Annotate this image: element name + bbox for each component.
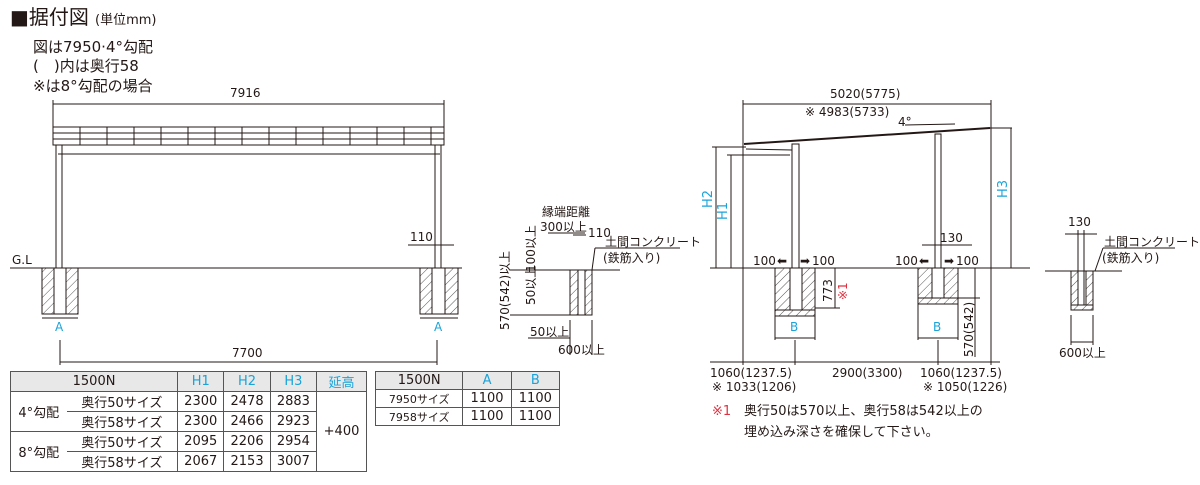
detail-bottom-min: 50以上 (530, 325, 569, 339)
front-width-dim: 7916 (230, 86, 261, 100)
page-title: ■据付図 (10, 5, 89, 29)
slope-cell: 4°勾配 (9, 391, 67, 432)
h2-cell: 2478 (223, 391, 271, 412)
b-cell: 1100 (510, 389, 561, 408)
h2-cell: 2206 (223, 431, 271, 452)
size-cell: 奥行50サイズ (66, 391, 179, 412)
footnote-mark: ※1 (712, 404, 731, 419)
edge-distance-min: 300以上 (540, 220, 587, 234)
h3-cell: 3007 (269, 451, 318, 472)
footing-b-right: B (933, 320, 941, 334)
table-row: 奥行58サイズ 2067 2153 3007 (11, 451, 367, 472)
foundation-detail-right (1045, 230, 1175, 345)
side-depth-alt-dim: ※ 4983(5733) (805, 105, 889, 119)
size-cell: 7950サイズ (374, 389, 464, 408)
footing-a-right: A (434, 320, 443, 334)
table-header: 延高 (316, 371, 367, 392)
concrete-label: 土間コンクリート (605, 235, 701, 249)
footnote-line-2: 埋め込み深さを確保して下さい。 (744, 424, 939, 440)
front-span-dim: 7700 (232, 346, 263, 360)
rear-overhang-dim: 1060(1237.5) (920, 366, 1002, 380)
table-header: 1500N (374, 371, 464, 390)
embed-note-mark: ※1 (836, 282, 850, 300)
roof-angle: 4° (898, 115, 912, 129)
post-span-dim: 2900(3300) (832, 366, 902, 380)
h1-cell: 2300 (177, 391, 225, 412)
side-view (710, 100, 1030, 365)
detail-depth-dim: 570(542)以上 (498, 251, 512, 330)
footing-b-left: B (790, 320, 798, 334)
edge-distance-label: 縁端距離 (542, 204, 590, 219)
table-row: 7950サイズ 1100 1100 (374, 389, 561, 408)
side-depth-dim: 5020(5775) (830, 87, 900, 101)
clearance-front-right: 100 (812, 254, 835, 268)
front-view (10, 100, 462, 365)
h1-cell: 2095 (177, 431, 225, 452)
extension-cell: +400 (316, 391, 367, 472)
h2-label: H2 (701, 190, 716, 208)
a-cell: 1100 (462, 407, 512, 426)
clearance-rear-left: 100 (895, 254, 918, 268)
table-row: 4°勾配 奥行50サイズ 2300 2478 2883 +400 (9, 391, 367, 472)
arrow-right-icon: ➡ (800, 254, 810, 268)
table-header: H3 (269, 371, 318, 392)
h3-label: H3 (996, 180, 1011, 198)
h3-cell: 2883 (269, 391, 318, 412)
slope-cell: 8°勾配 (9, 431, 67, 472)
table-header: 1500N (9, 371, 179, 392)
note-3: ※は8°勾配の場合 (33, 77, 153, 95)
ground-level-label: G.L (12, 253, 32, 267)
detail-right-post-dim: 130 (1068, 215, 1091, 229)
footnote-line-1: 奥行50は570以上、奥行58は542以上の (744, 404, 983, 419)
h3-cell: 2923 (269, 411, 318, 432)
a-cell: 1100 (462, 389, 512, 408)
h1-cell: 2300 (177, 411, 225, 432)
detail-post-dim: 110 (588, 226, 611, 240)
detail-right-rebar: (鉄筋入り) (1102, 250, 1159, 265)
front-post-dim: 110 (410, 230, 433, 244)
detail-width-min: 600以上 (558, 343, 605, 357)
table-header: B (510, 371, 561, 390)
detail-right-width-min: 600以上 (1059, 346, 1106, 360)
detail-top-min: 100以上 (524, 225, 538, 272)
h3-cell: 2954 (269, 431, 318, 452)
size-cell: 奥行58サイズ (66, 451, 179, 472)
table-row: 8°勾配 奥行50サイズ 2095 2206 2954 (9, 431, 367, 472)
footing-table: 1500N A B 7950サイズ 1100 1100 7958サイズ 1100… (374, 371, 561, 426)
side-post-dim: 130 (940, 231, 963, 245)
table-row: 7958サイズ 1100 1100 (374, 407, 561, 426)
footing-a-left: A (55, 320, 64, 334)
b-cell: 1100 (510, 407, 561, 426)
foundation-detail-left (510, 232, 680, 355)
front-overhang-alt-dim: ※ 1033(1206) (712, 380, 796, 394)
arrow-left-icon: ⬅ (777, 254, 787, 268)
h2-cell: 2153 (223, 451, 271, 472)
embed-right-dim: 570(542) (962, 302, 976, 357)
front-overhang-dim: 1060(1237.5) (710, 366, 792, 380)
rebar-label: (鉄筋入り) (603, 250, 660, 265)
h1-label: H1 (716, 202, 731, 220)
table-header: H2 (223, 371, 271, 392)
size-cell: 7958サイズ (374, 407, 464, 426)
table-header: H1 (177, 371, 225, 392)
note-2: ( )内は奥行58 (33, 57, 139, 75)
table-header: A (462, 371, 512, 390)
size-cell: 奥行50サイズ (66, 431, 179, 452)
detail-side-min: 50以上 (524, 266, 538, 305)
unit-label: (単位mm) (95, 12, 156, 28)
arrow-right-icon: ➡ (944, 254, 954, 268)
h1-cell: 2067 (177, 451, 225, 472)
size-cell: 奥行58サイズ (66, 411, 179, 432)
h2-cell: 2466 (223, 411, 271, 432)
clearance-rear-right: 100 (956, 254, 979, 268)
arrow-left-icon: ⬅ (919, 254, 929, 268)
note-1: 図は7950·4°勾配 (33, 38, 153, 56)
height-table: 1500N H1 H2 H3 延高 4°勾配 奥行50サイズ 2300 2478… (9, 371, 367, 472)
embed-depth-dim: 773 (821, 279, 835, 302)
detail-right-concrete: 土間コンクリート (1104, 235, 1200, 249)
rear-overhang-alt-dim: ※ 1050(1226) (923, 380, 1007, 394)
clearance-front-left: 100 (753, 254, 776, 268)
